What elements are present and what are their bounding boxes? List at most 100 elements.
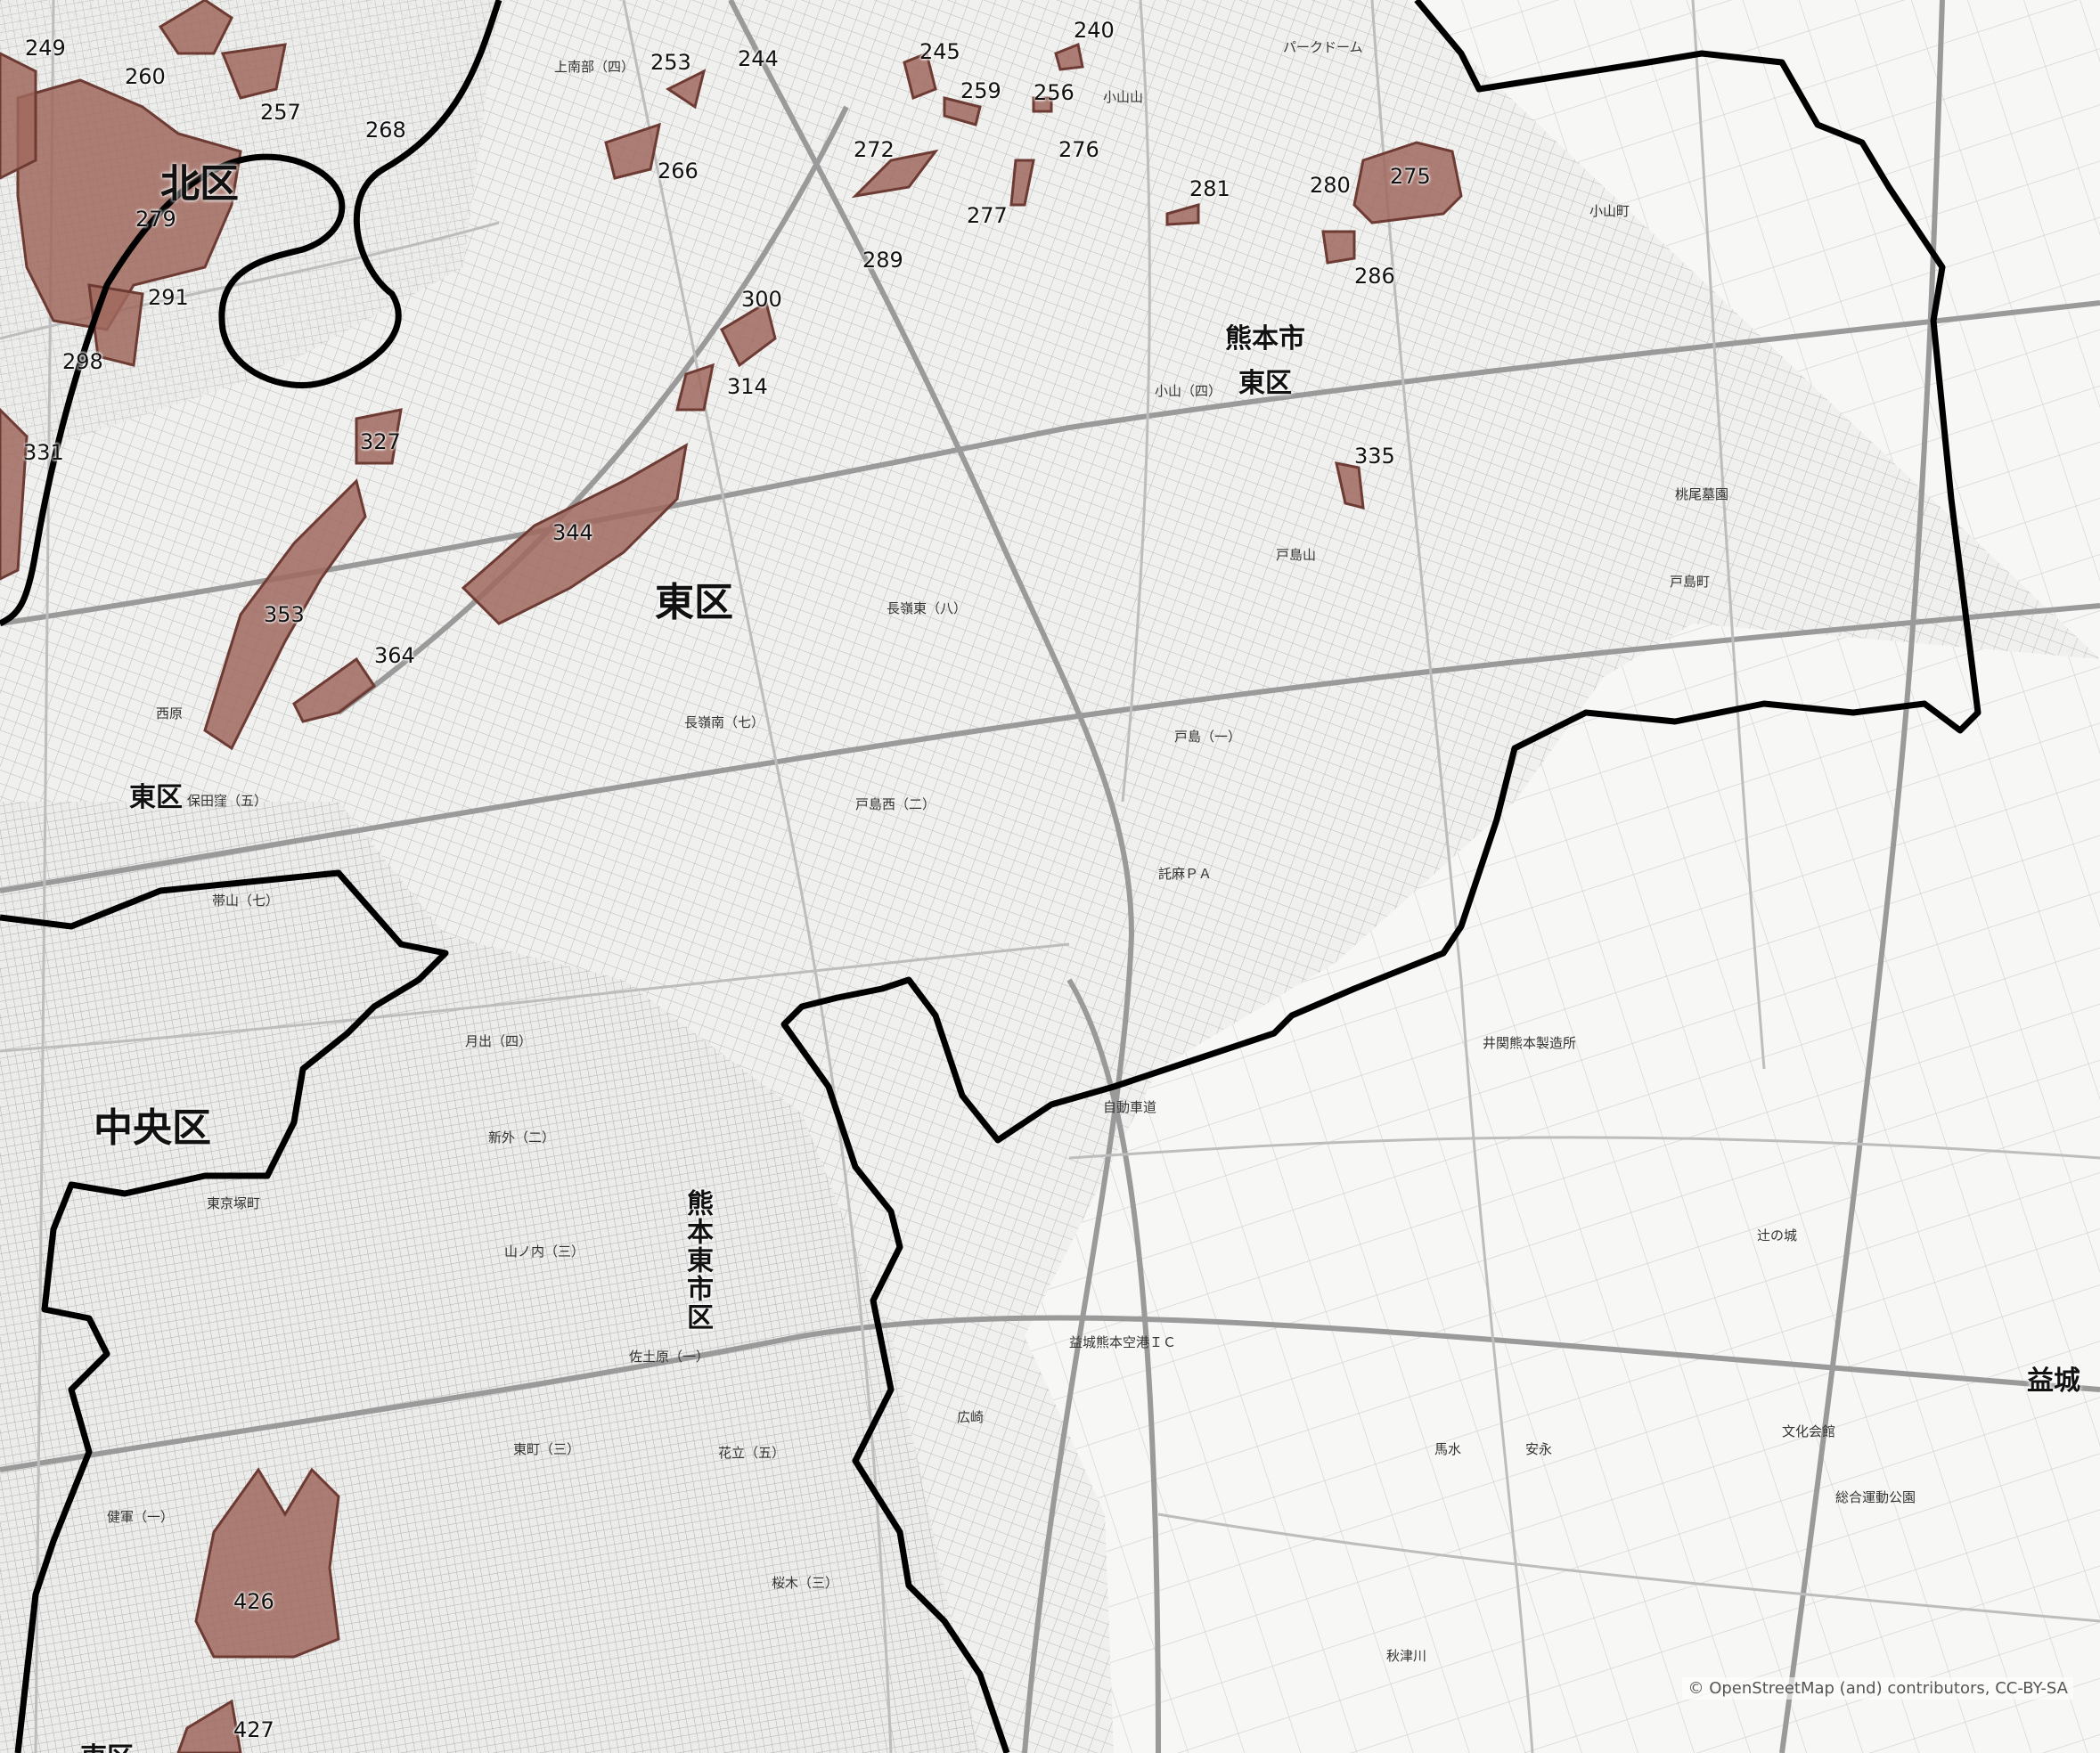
- hazard-area-260: [158, 0, 233, 55]
- hazard-area-353: [203, 478, 367, 751]
- ward-label-chuo: 中央区: [94, 1105, 211, 1151]
- area-number: 266: [658, 159, 699, 183]
- area-number: 344: [552, 520, 593, 545]
- area-number: 335: [1354, 444, 1395, 469]
- area-number: 240: [1074, 18, 1115, 43]
- area-number: 272: [854, 137, 895, 162]
- hazard-area-427: [176, 1699, 242, 1753]
- area-number: 314: [727, 374, 768, 399]
- hazard-area-331: [0, 407, 29, 581]
- ward-label-higashi-ku: 東区: [1238, 368, 1292, 399]
- place-label: 健軍（一）: [107, 1509, 175, 1525]
- area-number: 286: [1354, 264, 1395, 289]
- hazard-area-364: [292, 656, 377, 723]
- place-label: 上南部（四）: [554, 59, 635, 75]
- place-label: 総合運動公園: [1835, 1489, 1916, 1505]
- place-label: 花立（五）: [718, 1445, 786, 1461]
- place-label: 辻の城: [1757, 1227, 1798, 1243]
- area-number: 280: [1310, 173, 1351, 198]
- place-label: 広崎: [957, 1409, 985, 1425]
- area-number: 268: [365, 118, 406, 143]
- place-label: 長嶺南（七）: [684, 714, 765, 730]
- place-label: 益城熊本空港ＩＣ: [1069, 1334, 1177, 1350]
- hazard-area-279: [16, 78, 242, 331]
- hazard-areas: [0, 0, 1463, 1753]
- place-label: 山ノ内（三）: [504, 1243, 585, 1260]
- area-number: 331: [23, 440, 64, 465]
- place-label: 月出（四）: [465, 1033, 533, 1049]
- place-label: 文化会館: [1782, 1423, 1836, 1439]
- ward-label-mashiki: 益城: [2027, 1366, 2080, 1397]
- hazard-area-266: [604, 122, 661, 180]
- place-label: パークドーム: [1283, 39, 1363, 55]
- place-label: 戸島西（二）: [855, 796, 936, 812]
- area-number: 276: [1058, 137, 1099, 162]
- hazard-area-256: [1032, 96, 1053, 113]
- place-label: 長嶺東（八）: [887, 600, 968, 616]
- place-label: 秋津川: [1386, 1648, 1427, 1664]
- hazard-area-259: [943, 96, 982, 126]
- area-number: 253: [650, 50, 691, 75]
- ward-label-kumamoto-higashi: 熊本東市区: [682, 1189, 713, 1332]
- area-number: 277: [967, 203, 1008, 228]
- place-label: 桜木（三）: [772, 1575, 839, 1591]
- map-attribution: © OpenStreetMap (and) contributors, CC-B…: [1682, 1677, 2073, 1700]
- hazard-area-426: [194, 1467, 340, 1659]
- area-number: 256: [1034, 80, 1075, 105]
- hazard-area-245: [903, 51, 937, 101]
- area-number: 298: [62, 349, 103, 374]
- place-label: 東町（三）: [513, 1441, 581, 1457]
- hazard-area-275: [1352, 141, 1463, 224]
- hazard-area-335: [1335, 461, 1365, 510]
- area-number: 291: [148, 285, 189, 310]
- place-label: 戸島町: [1670, 574, 1711, 590]
- area-number: 300: [741, 287, 782, 312]
- place-label: 小山山: [1103, 89, 1144, 105]
- area-number: 244: [738, 46, 779, 71]
- place-label: 安永: [1525, 1441, 1553, 1457]
- hazard-area-327: [355, 408, 403, 465]
- ward-label-higashi-bottom: 東区: [80, 1735, 134, 1753]
- hazard-area-272: [851, 149, 939, 199]
- place-label: 井関熊本製造所: [1483, 1035, 1577, 1051]
- place-label: 桃尾墓園: [1675, 486, 1729, 502]
- area-number: 245: [919, 39, 960, 64]
- place-label: 馬水: [1434, 1441, 1462, 1457]
- hazard-area-300: [720, 300, 777, 368]
- area-number: 249: [25, 36, 66, 61]
- place-label: 自動車道: [1103, 1099, 1157, 1115]
- hazard-area-253: [666, 69, 707, 110]
- place-label: 東京塚町: [207, 1195, 261, 1211]
- place-label: 小山町: [1589, 203, 1630, 219]
- place-label: 保田窪（五）: [187, 793, 268, 809]
- area-number: 257: [260, 100, 301, 125]
- place-label: 託麻ＰＡ: [1158, 866, 1213, 882]
- area-number: 279: [135, 207, 176, 232]
- area-number: 281: [1189, 176, 1230, 201]
- hazard-area-281: [1165, 203, 1200, 226]
- hazard-area-249: [0, 52, 37, 180]
- ward-label-higashi: 東区: [655, 580, 733, 625]
- hazard-area-240: [1054, 42, 1084, 71]
- area-number: 275: [1390, 164, 1431, 189]
- area-number: 427: [233, 1717, 274, 1742]
- place-label: 西原: [156, 705, 184, 722]
- area-number: 259: [960, 78, 1001, 103]
- ward-label-kita: 北区: [160, 161, 239, 207]
- ward-label-higashi-west: 東区: [129, 782, 183, 813]
- area-number: 260: [125, 64, 166, 89]
- place-label: 戸島（一）: [1174, 729, 1242, 745]
- area-number: 289: [862, 248, 903, 273]
- place-label: 佐土原（一）: [629, 1349, 710, 1365]
- place-label: 戸島山: [1276, 547, 1317, 563]
- hazard-area-277: [1009, 159, 1035, 207]
- area-number: 327: [360, 429, 401, 454]
- hazard-area-314: [675, 363, 715, 412]
- area-number: 353: [264, 602, 305, 627]
- hazard-area-257: [220, 43, 287, 100]
- area-number: 426: [233, 1589, 274, 1614]
- place-label: 新外（二）: [488, 1129, 556, 1146]
